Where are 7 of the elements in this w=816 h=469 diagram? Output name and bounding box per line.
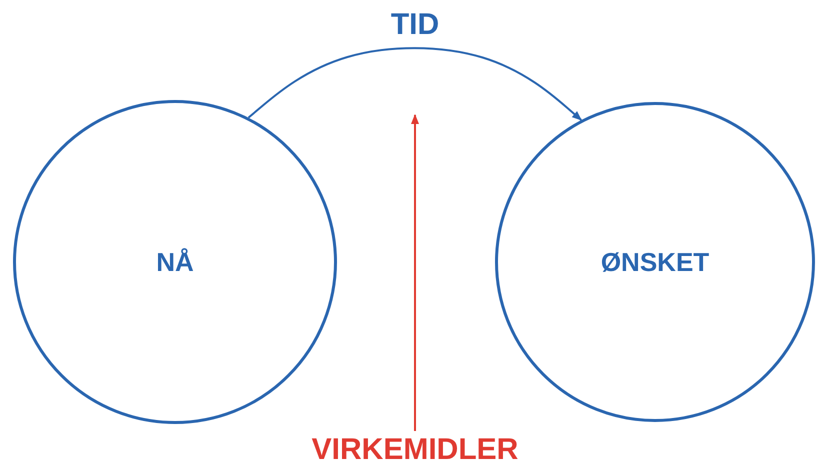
state-circle [495,102,815,422]
circle-label: NÅ [156,246,194,278]
circle-label: ØNSKET [600,246,710,278]
state-circle [13,100,337,424]
text-label: VIRKEMIDLER [312,433,518,467]
arrow [411,114,419,431]
arrow [248,47,582,121]
